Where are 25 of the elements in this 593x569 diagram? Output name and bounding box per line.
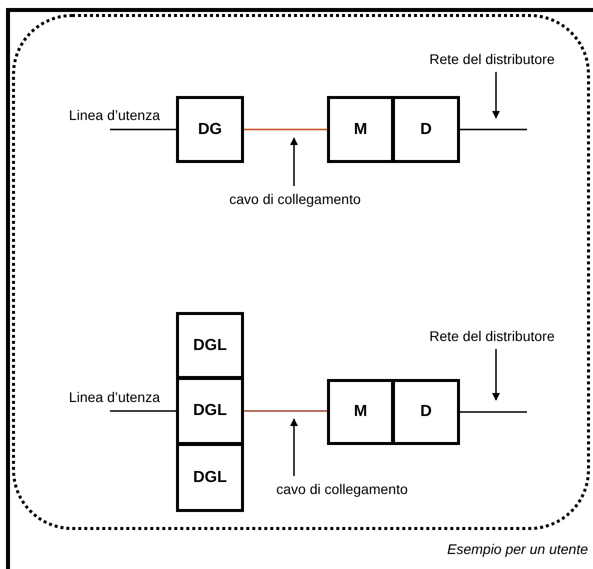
note-text: Esempio per un utente: [446, 540, 588, 559]
leader-arrow: [290, 418, 298, 476]
callout-text: cavo di collegamento: [215, 188, 375, 210]
device-box: M: [327, 96, 394, 163]
leader-arrow: [492, 349, 500, 401]
line: [460, 411, 527, 413]
leader-arrow: [492, 72, 500, 119]
line: [110, 128, 176, 130]
device-box: DGL: [176, 312, 244, 379]
line-label: Linea d’utenza: [68, 106, 160, 125]
callout-text: Rete del distributore: [402, 325, 582, 347]
line: [460, 128, 527, 130]
callout-text: cavo di collegamento: [262, 478, 422, 500]
cable-line: [244, 410, 327, 412]
device-box: D: [392, 379, 460, 445]
callout-text: Rete del distributore: [402, 48, 582, 70]
device-box: DGL: [176, 377, 244, 445]
device-box: M: [327, 379, 394, 445]
device-box: DGL: [176, 443, 244, 512]
leader-arrow: [290, 137, 298, 186]
device-box: DG: [176, 96, 244, 163]
line: [110, 410, 176, 412]
line-label: Linea d’utenza: [68, 388, 160, 407]
device-box: D: [392, 96, 460, 163]
cable-line: [244, 128, 327, 130]
